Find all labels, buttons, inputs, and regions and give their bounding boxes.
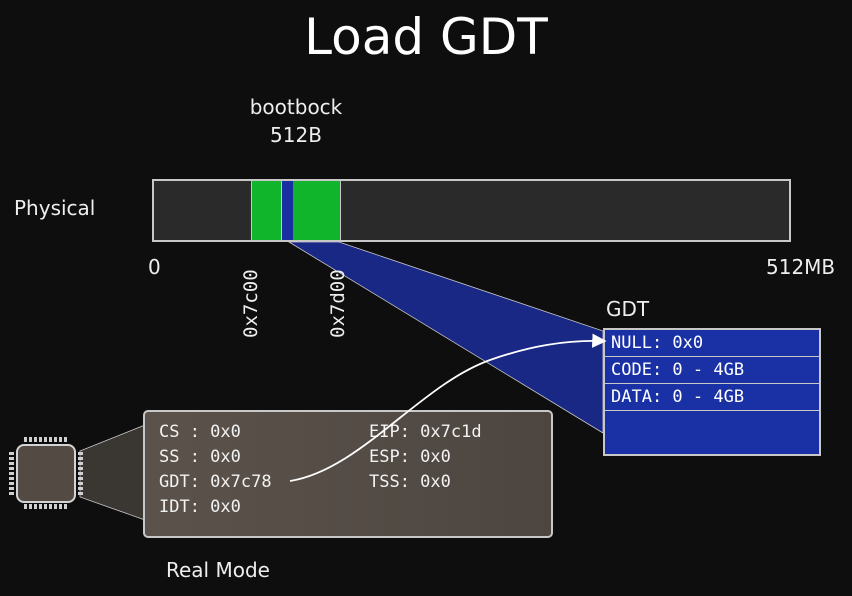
gdt-entry-data: DATA: 0 - 4GB [605,384,819,411]
bootblock-code-segment [251,181,282,240]
memory-start-label: 0 [148,255,161,279]
register-ss: SS : 0x0 [159,447,241,467]
gdt-table: NULL: 0x0 CODE: 0 - 4GB DATA: 0 - 4GB [603,328,821,456]
page-title: Load GDT [304,8,548,66]
cpu-register-panel: CS : 0x0 SS : 0x0 GDT: 0x7c78 IDT: 0x0 E… [143,410,553,538]
register-gdt: GDT: 0x7c78 [159,472,272,492]
register-idt: IDT: 0x0 [159,497,241,517]
physical-memory-label: Physical [14,196,96,220]
bootblock-label: bootbock 512B [226,93,366,149]
gdt-register-arrow [289,333,607,482]
register-eip: EIP: 0x7c1d [369,422,482,442]
gdt-title: GDT [606,297,650,321]
gdt-entry-null: NULL: 0x0 [605,330,819,357]
memory-end-label: 512MB [766,255,836,279]
cpu-mode-label: Real Mode [166,558,270,582]
bootblock-code-segment-2 [293,181,341,240]
cpu-chip-icon [16,444,76,503]
physical-memory-bar [152,179,791,242]
register-esp: ESP: 0x0 [369,447,451,467]
bootblock-name: bootbock [249,95,343,119]
register-cs: CS : 0x0 [159,422,241,442]
chip-pins [9,437,83,509]
gdt-entry-code: CODE: 0 - 4GB [605,357,819,384]
bootblock-size: 512B [270,123,322,147]
register-tss: TSS: 0x0 [369,472,451,492]
